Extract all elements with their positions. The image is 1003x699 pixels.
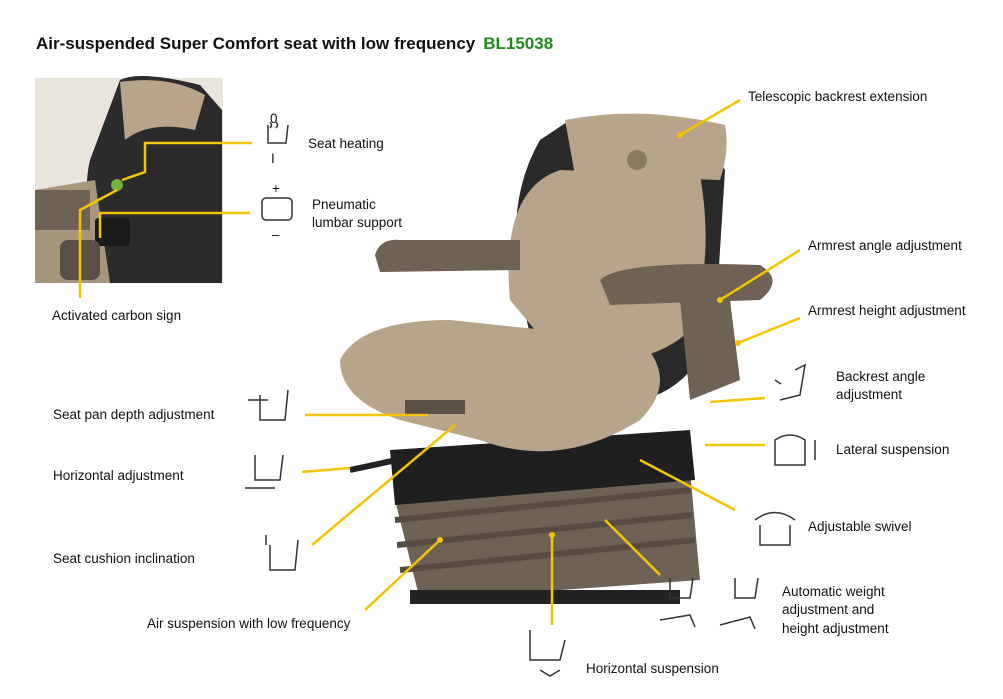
label-swivel: Adjustable swivel [808, 519, 912, 534]
horizontal-adjust-icon [245, 454, 284, 489]
pan-depth-icon [248, 389, 289, 421]
lateral-suspension-icon [774, 434, 816, 466]
label-lumbar-2: lumbar support [312, 215, 403, 230]
label-air-suspension: Air suspension with low frequency [147, 616, 351, 631]
page-title: Air-suspended Super Comfort seat with lo… [36, 34, 553, 54]
lumbar-icon [261, 197, 293, 221]
label-backrest-2: adjustment [836, 387, 903, 402]
horizontal-suspension-icon [529, 630, 566, 677]
label-auto-1: Automatic weight [782, 584, 885, 599]
label-horizontal-suspension: Horizontal suspension [586, 661, 719, 676]
label-lateral: Lateral suspension [836, 442, 950, 457]
leader-lines [78, 98, 801, 625]
seat-cushion-icon [265, 535, 299, 571]
heating-on-mark: 0 [270, 111, 278, 126]
function-icons [245, 121, 816, 677]
label-auto-3: height adjustment [782, 621, 889, 636]
backrest-angle-icon [774, 363, 806, 401]
auto-weight-icon-2 [719, 577, 759, 630]
label-seat-heating: Seat heating [308, 136, 384, 151]
auto-weight-icon-1 [659, 577, 696, 628]
title-text: Air-suspended Super Comfort seat with lo… [36, 34, 476, 53]
main-seat [340, 113, 773, 604]
label-backrest-1: Backrest angle [836, 369, 926, 384]
label-armrest-angle: Armrest angle adjustment [808, 238, 962, 253]
lumbar-plus-mark: + [272, 181, 280, 196]
label-carbon: Activated carbon sign [52, 308, 182, 323]
label-cushion-inclination: Seat cushion inclination [53, 551, 195, 566]
seat-heating-icon [267, 121, 289, 144]
label-horizontal-adjustment: Horizontal adjustment [53, 468, 184, 483]
label-pan-depth: Seat pan depth adjustment [53, 407, 215, 422]
label-lumbar-1: Pneumatic [312, 197, 376, 212]
heating-off-mark: I [271, 151, 275, 166]
swivel-icon [754, 511, 796, 546]
lumbar-minus-mark: – [272, 227, 280, 242]
label-telescopic: Telescopic backrest extension [748, 89, 928, 104]
inset-photo [35, 76, 223, 283]
label-auto-2: adjustment and [782, 602, 875, 617]
label-armrest-height: Armrest height adjustment [808, 303, 966, 318]
model-code: BL15038 [483, 34, 554, 53]
